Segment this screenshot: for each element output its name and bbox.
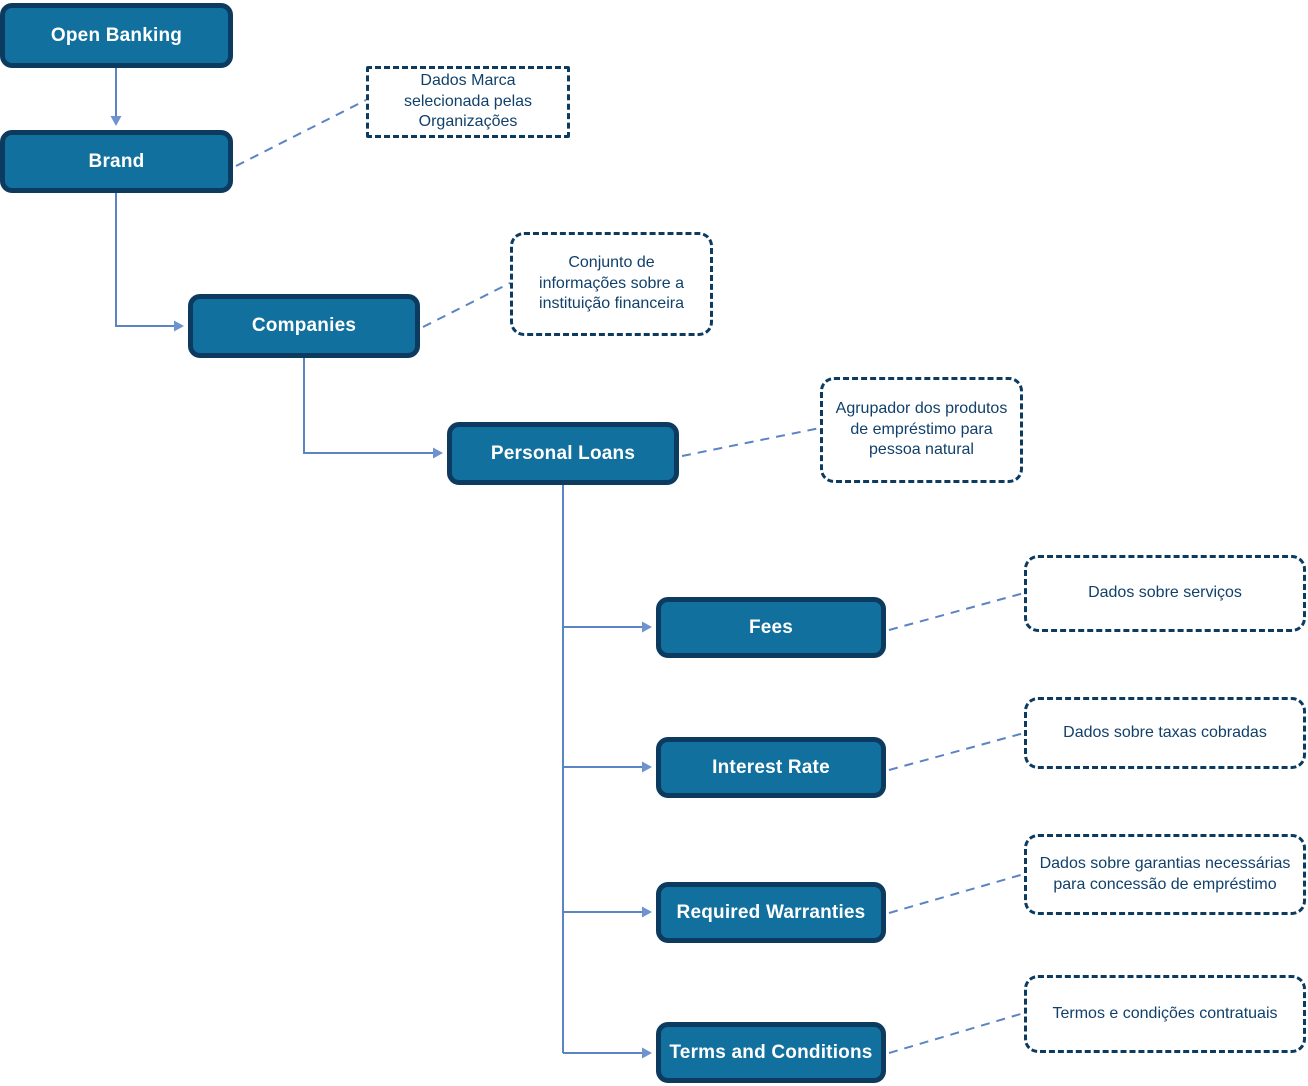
node-personal-loans[interactable]: Personal Loans (447, 422, 679, 485)
node-label-brand: Brand (88, 150, 145, 172)
node-terms-and-conditions[interactable]: Terms and Conditions (656, 1022, 886, 1083)
node-interest-rate[interactable]: Interest Rate (656, 737, 886, 798)
node-label-required-warranties: Required Warranties (676, 901, 866, 923)
node-label-companies: Companies (251, 315, 357, 337)
note-text-terms-and-conditions: Termos e condições contratuais (1052, 1004, 1278, 1022)
note-link-brand (235, 99, 367, 167)
node-brand[interactable]: Brand (0, 130, 233, 193)
node-open-banking[interactable]: Open Banking (0, 3, 233, 68)
note-link-terms-conditions (888, 1012, 1025, 1054)
note-terms-and-conditions[interactable]: Termos e condições contratuais (1024, 975, 1306, 1053)
node-label-interest-rate: Interest Rate (712, 756, 830, 778)
note-required-warranties[interactable]: Dados sobre garantias necessárias para c… (1024, 834, 1306, 915)
note-text-brand: Dados Marca selecionada pelas Organizaçõ… (403, 72, 533, 131)
connector-companies-to-personal-loans (303, 358, 443, 459)
note-text-required-warranties: Dados sobre garantias necessárias para c… (1039, 855, 1291, 893)
note-text-personal-loans: Agrupador dos produtos de empréstimo par… (835, 400, 1008, 459)
connector-brand-to-companies (115, 193, 184, 332)
node-label-open-banking: Open Banking (50, 24, 183, 46)
note-companies[interactable]: Conjunto de informações sobre a institui… (510, 232, 713, 336)
node-required-warranties[interactable]: Required Warranties (656, 882, 886, 943)
node-label-terms-and-conditions: Terms and Conditions (669, 1041, 873, 1063)
note-text-companies: Conjunto de informações sobre a institui… (539, 254, 684, 313)
node-label-fees: Fees (748, 616, 794, 638)
node-companies[interactable]: Companies (188, 294, 420, 358)
node-fees[interactable]: Fees (656, 597, 886, 658)
note-text-interest-rate: Dados sobre taxas cobradas (1063, 723, 1267, 741)
note-link-required-warranties (888, 873, 1025, 914)
note-link-personal-loans (681, 427, 821, 457)
node-label-personal-loans: Personal Loans (490, 442, 636, 464)
note-link-interest-rate (888, 732, 1025, 771)
note-brand[interactable]: Dados Marca selecionada pelas Organizaçõ… (366, 66, 570, 138)
note-text-fees: Dados sobre serviços (1088, 584, 1242, 602)
note-interest-rate[interactable]: Dados sobre taxas cobradas (1024, 697, 1306, 769)
note-link-fees (888, 592, 1025, 631)
note-fees[interactable]: Dados sobre serviços (1024, 555, 1306, 632)
note-personal-loans[interactable]: Agrupador dos produtos de empréstimo par… (820, 377, 1023, 483)
note-link-companies (422, 282, 511, 328)
